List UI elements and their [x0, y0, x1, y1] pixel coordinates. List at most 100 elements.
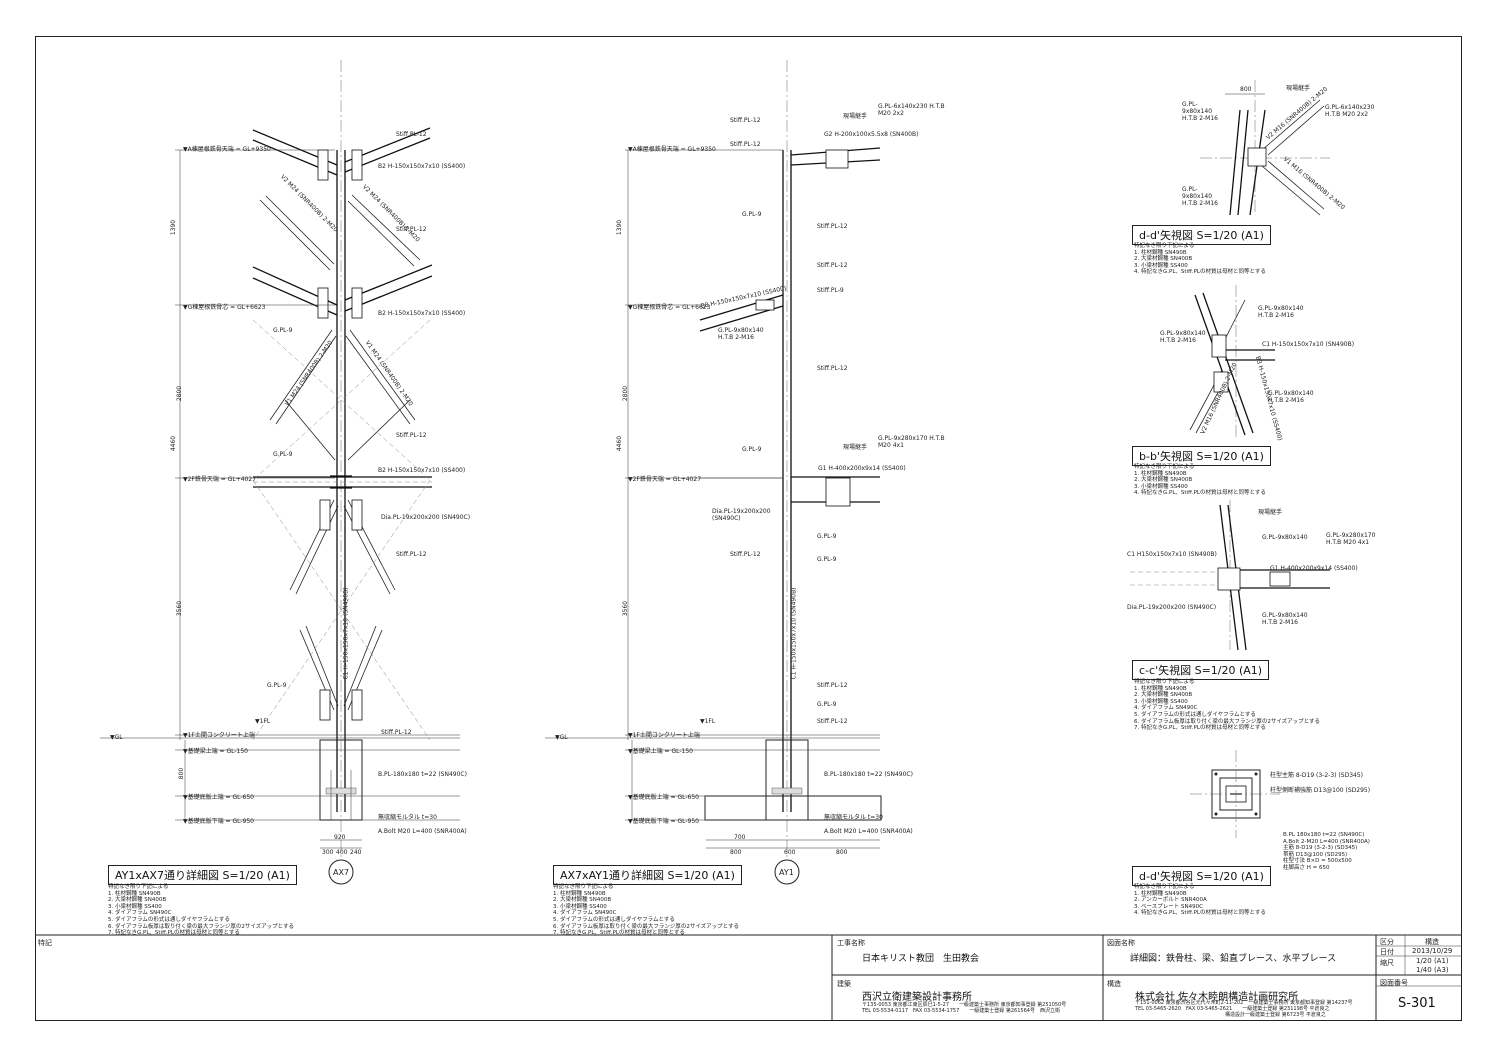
project-label: 工事名称 [837, 939, 865, 947]
label: ▼GL [110, 734, 123, 741]
label: G.PL-9 [273, 451, 293, 458]
scale-value-a1: 1/20 (A1) [1416, 957, 1449, 965]
label: G.PL-9x80x140 H.T.B 2-M16 [1182, 186, 1218, 207]
ay1-view-title: AX7xAY1通り詳細図 S=1/20 (A1) [553, 865, 742, 885]
ay1-notes: 特記なき限り下記による 1. 柱材鋼種 SN490B 2. 大梁材鋼種 SN40… [553, 884, 740, 937]
dd-view-1 [1200, 80, 1330, 216]
label: C1 H150x150x7x10 (SN490B) [1127, 551, 1217, 558]
dimension: 800 [178, 767, 186, 780]
label: Stiff.PL-9 [817, 287, 844, 294]
ay1-elevation [545, 60, 882, 885]
label: A.Bolt M20 L=400 (SNR400A) [378, 828, 467, 835]
dimension: 2800 [622, 385, 630, 402]
dimension: 800 [1240, 86, 1252, 93]
label: G.PL-9x280x170 H.T.B M20 4x1 [878, 435, 945, 449]
drawing-number: S-301 [1398, 996, 1436, 1011]
label: ▼1FL [255, 718, 271, 725]
dimension: 300 [322, 849, 334, 856]
cc-notes: 特記なき限り下記による 1. 柱材鋼種 SN490B 2. 大梁材鋼種 SN40… [1134, 679, 1321, 732]
label: 柱型側断補強筋 D13@100 (SD295) [1270, 787, 1371, 794]
label: Stiff.PL-12 [817, 223, 848, 230]
dd1-view-title: d-d'矢視図 S=1/20 (A1) [1132, 225, 1271, 245]
label: Dia.PL-19x200x200 (SN490C) [712, 508, 771, 522]
ax7-elevation [100, 60, 460, 885]
label: G.PL-9 [817, 533, 837, 540]
label: Stiff.PL-12 [381, 729, 412, 736]
label: G.PL-9 [267, 682, 287, 689]
label: Dia.PL-19x200x200 (SN490C) [1127, 604, 1217, 611]
label: G.PL-9 [742, 446, 762, 453]
bb-notes: 特記なき限り下記による 1. 柱材鋼種 SN490B 2. 大梁材鋼種 SN40… [1134, 464, 1266, 497]
label: 現場継手 [1258, 509, 1283, 516]
label: Stiff.PL-12 [817, 365, 848, 372]
label: Stiff.PL-12 [817, 682, 848, 689]
label: Stiff.PL-12 [817, 262, 848, 269]
label: 無収縮モルタル t=30 [824, 814, 883, 821]
label: C1 H-150x150x7x10 (SN490B) [1262, 341, 1355, 348]
dd-view-2 [1190, 750, 1280, 838]
label: C1 H-150x150x7x10 (SN490B) [790, 587, 798, 680]
drawing-number-label: 図面番号 [1380, 979, 1408, 987]
label: B.PL-180x180 t=22 (SN490C) [378, 771, 467, 778]
label: Dia.PL-19x200x200 (SN490C) [381, 514, 471, 521]
label: Stiff.PL-12 [730, 141, 761, 148]
label: 無収縮モルタル t=30 [378, 814, 437, 821]
architect-info: 〒135-0053 東京都江東区辰巳1-5-27 一級建築士事務所 東京都知事登… [862, 1002, 1067, 1014]
label: G.PL-9 [817, 701, 837, 708]
architect-name: 西沢立衛建築設計事務所 [862, 992, 972, 1003]
label: Stiff.PL-12 [817, 718, 848, 725]
structure-name: 株式会社 佐々木睦朗構造計画研究所 [1135, 992, 1299, 1003]
label: ▼基礎底版下端 = GL-950 [628, 818, 699, 825]
scale-value-a3: 1/40 (A3) [1416, 966, 1449, 974]
dimension: 700 [734, 834, 746, 841]
label: Stiff.PL-12 [730, 551, 761, 558]
bb-view [1189, 285, 1275, 440]
label: ▼基礎底版上端 = GL-650 [183, 794, 254, 801]
label: G.PL-9x80x140 H.T.B 2-M16 [1160, 330, 1206, 344]
axis-label: AX7 [333, 868, 350, 877]
dd1-notes: 特記なき限り下記による 1. 柱材鋼種 SN490B 2. 大梁材鋼種 SN40… [1134, 243, 1266, 276]
dimension: 3560 [622, 600, 630, 617]
cc-view-title: c-c'矢視図 S=1/20 (A1) [1132, 660, 1270, 680]
division-label: 区分 [1380, 938, 1394, 946]
label: ▼1F土間コンクリート上端 [628, 732, 700, 739]
label: B.PL-180x180 t=22 (SN490C) [824, 771, 913, 778]
dimension: 4460 [170, 435, 178, 452]
dd2-view-title: d-d'矢視図 S=1/20 (A1) [1132, 866, 1271, 886]
label: ▼A棟屋根鉄骨天端 = GL+9350 [183, 146, 271, 153]
label: ▼基礎梁上端 = GL-150 [183, 748, 248, 755]
dimension: 3560 [176, 600, 184, 617]
label: ▼A棟屋根鉄骨天端 = GL+9350 [628, 146, 716, 153]
label: 現場継手 [1286, 85, 1311, 92]
label: Stiff.PL-12 [730, 117, 761, 124]
label: ▼2F鉄骨天端 = GL+4027 [183, 476, 257, 483]
axis-label: AY1 [779, 868, 794, 877]
scale-label: 縮尺 [1380, 959, 1394, 967]
drawing-frame [35, 36, 1462, 1021]
label: C1 H-150x150x7x10 (SN490B) [342, 587, 350, 680]
label: G1 H-400x200x9x14 (SS400) [818, 465, 906, 472]
label: ▼1F土間コンクリート上端 [183, 732, 255, 739]
ax7-view-title: AY1xAX7通り詳細図 S=1/20 (A1) [108, 865, 297, 885]
label: 現場継手 [843, 444, 868, 451]
label: Stiff.PL-12 [396, 432, 427, 439]
title-block-lines [35, 934, 1462, 1021]
label: ▼GL [555, 734, 568, 741]
label: G.PL-9 [817, 556, 837, 563]
label: G.PL-9 [273, 327, 293, 334]
dd2-spec: B.PL 180x180 t=22 (SN490C) A.Bolt 2-M20 … [1283, 832, 1370, 871]
dimension: 600 [784, 849, 796, 856]
label: Stiff.PL-12 [396, 551, 427, 558]
date-value: 2013/10/29 [1412, 947, 1453, 955]
architect-label: 建築 [837, 980, 851, 988]
drawing-name: 詳細図：鉄骨柱、梁、鉛直ブレース、水平ブレース [1130, 954, 1337, 964]
label: G.PL-6x140x230 H.T.B M20 2x2 [878, 103, 945, 117]
label: Stiff.PL-12 [396, 131, 427, 138]
project-name: 日本キリスト教団 生田教会 [862, 954, 980, 964]
label: G.PL-9x280x170 H.T.B M20 4x1 [1326, 532, 1376, 546]
label: G.PL-9x80x140 H.T.B 2-M16 [1268, 390, 1314, 404]
label: G.PL-9x80x140 H.T.B 2-M16 [718, 327, 764, 341]
label: ▼基礎底版下端 = GL-950 [183, 818, 254, 825]
